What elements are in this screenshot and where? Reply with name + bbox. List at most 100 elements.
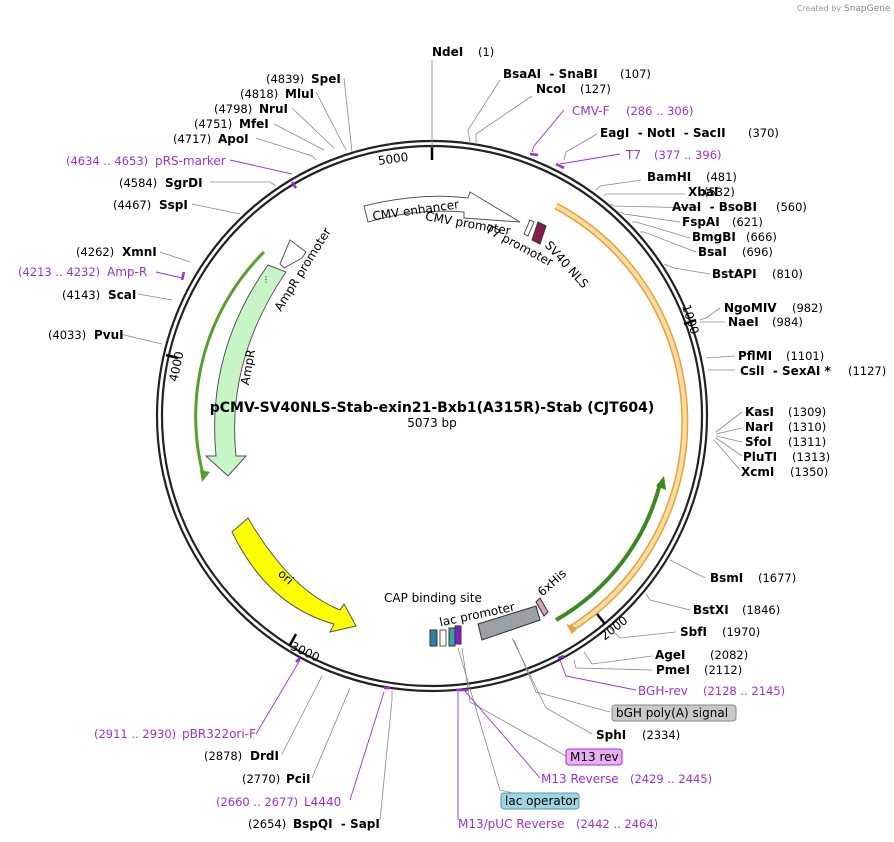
primer-m13-puc-reverse: M13/pUC Reverse — [458, 817, 565, 831]
enzyme-pcii-pos: (2770) — [242, 772, 280, 786]
enzyme-bstapi-pos: (810) — [772, 267, 803, 281]
enzyme-ncoi: NcoI — [536, 82, 566, 96]
enzyme-sphi-pos: (2334) — [642, 728, 680, 742]
sv40-nls-feature — [531, 221, 547, 245]
primer-marks — [180, 152, 565, 692]
enzyme-pflmi: PflMI — [738, 349, 772, 363]
svg-text:bGH poly(A) signal: bGH poly(A) signal — [616, 706, 728, 720]
ampr-promoter-label: AmpR promoter — [272, 225, 334, 313]
svg-text:SnapGene: SnapGene — [844, 4, 891, 14]
tick-4000: 4000 — [166, 350, 186, 383]
ampr-arc — [194, 250, 266, 479]
enzyme-scai-pos: (4143) — [62, 288, 100, 302]
enzyme-eagi-noti-sacii-pos: (370) — [748, 126, 779, 140]
enzyme-mfei: MfeI — [239, 117, 269, 131]
tick-5000: 5000 — [377, 150, 409, 168]
primer-amp-r: Amp-R — [107, 265, 147, 279]
primer-t7: T7 — [625, 148, 641, 162]
enzyme-apoi: ApoI — [218, 132, 249, 146]
enzyme-xbai-pos: (532) — [704, 185, 735, 199]
enzyme-naei: NaeI — [728, 315, 759, 329]
plasmid-length: 5073 bp — [407, 416, 457, 430]
enzyme-ncoi-pos: (127) — [580, 82, 611, 96]
enzyme-ndei: NdeI — [432, 45, 463, 59]
enzyme-bspqi-sapi-pos: (2654) — [248, 817, 286, 831]
lac-promoter-feature — [439, 629, 447, 647]
enzyme-pvui-pos: (4033) — [48, 328, 86, 342]
created-by-text: Created by — [797, 4, 841, 13]
primer-bgh-rev-range: (2128 .. 2145) — [703, 684, 785, 698]
enzyme-sgrdi: SgrDI — [165, 176, 203, 190]
enzyme-fspai-pos: (621) — [732, 215, 763, 229]
enzyme-xbai: XbaI — [688, 185, 718, 199]
his-tag-feature — [535, 597, 549, 617]
enzyme-nrui: NruI — [259, 102, 288, 116]
enzyme-pcii: PciI — [286, 772, 311, 786]
enzyme-kasi-pos: (1309) — [788, 405, 826, 419]
enzyme-bsaai-snabi-pos: (107) — [620, 67, 651, 81]
enzyme-sfoi-pos: (1311) — [788, 435, 826, 449]
enzyme-pluti: PluTI — [743, 450, 777, 464]
enzyme-agei-pos: (2082) — [710, 648, 748, 662]
svg-text:⋮: ⋮ — [262, 275, 270, 284]
primer-prs-marker: pRS-marker — [155, 154, 226, 168]
enzyme-sgrdi-pos: (4584) — [119, 176, 157, 190]
enzyme-bstapi: BstAPI — [712, 267, 757, 281]
enzyme-fspai: FspAI — [682, 215, 720, 229]
enzyme-nari: NarI — [745, 420, 774, 434]
enzyme-bstxi: BstXI — [693, 603, 729, 617]
enzyme-csli-sexai: CslI - SexAI * — [740, 364, 831, 378]
enzyme-pvui: PvuI — [94, 328, 124, 342]
lac-operator-feature — [448, 627, 456, 647]
m13-rev-label-box: M13 rev — [565, 748, 623, 766]
enzyme-drdi-pos: (2878) — [204, 749, 242, 763]
enzyme-spei: SpeI — [311, 72, 341, 86]
primer-amp-r-range: (4213 .. 4232) — [18, 265, 100, 279]
enzyme-bamhi: BamHI — [647, 170, 691, 184]
enzyme-agei: AgeI — [655, 648, 685, 662]
enzyme-sfoi: SfoI — [745, 435, 772, 449]
enzyme-ngomiv-pos: (982) — [792, 301, 823, 315]
enzyme-bamhi-pos: (481) — [706, 170, 737, 184]
enzyme-xcmi: XcmI — [741, 465, 774, 479]
enzyme-labels: NdeI (1) BsaAI - SnaBI (107) NcoI (127) … — [48, 45, 886, 831]
enzyme-xmni: XmnI — [122, 245, 157, 259]
primer-l4440-range: (2660 .. 2677) — [216, 795, 298, 809]
primer-labels: CMV-F (286 .. 306) T7 (377 .. 396) BGH-r… — [18, 104, 785, 831]
enzyme-bsmi: BsmI — [710, 571, 743, 585]
primer-t7-range: (377 .. 396) — [654, 148, 722, 162]
enzyme-drdi: DrdI — [250, 749, 279, 763]
enzyme-bmgbi-pos: (666) — [746, 230, 777, 244]
ampr-feature — [204, 264, 287, 477]
enzyme-bsmi-pos: (1677) — [758, 571, 796, 585]
enzyme-mlui-pos: (4818) — [240, 87, 278, 101]
enzyme-avai-bsobi: AvaI - BsoBI — [672, 200, 757, 214]
enzyme-sspi-pos: (4467) — [113, 198, 151, 212]
enzyme-scai: ScaI — [108, 288, 136, 302]
ampr-promoter-arrow — [279, 239, 307, 269]
enzyme-csli-sexai-pos: (1127) — [848, 364, 886, 378]
svg-text:lac operator: lac operator — [505, 794, 578, 808]
enzyme-spei-pos: (4839) — [266, 72, 304, 86]
enzyme-sbfi-pos: (1970) — [722, 625, 760, 639]
primer-prs-marker-range: (4634 .. 4653) — [66, 154, 148, 168]
primer-pbr322ori-f: pBR322ori-F — [182, 727, 256, 741]
orf-arc-green — [555, 483, 662, 622]
enzyme-bsaai-snabi: BsaAI - SnaBI — [503, 67, 598, 81]
enzyme-pflmi-pos: (1101) — [786, 349, 824, 363]
scale-ticks — [165, 146, 697, 646]
enzyme-sbfi: SbfI — [680, 625, 707, 639]
primer-bgh-rev: BGH-rev — [638, 684, 688, 698]
primer-m13-reverse-range: (2429 .. 2445) — [630, 772, 712, 786]
enzyme-nrui-pos: (4798) — [214, 102, 252, 116]
primer-l4440: L4440 — [304, 795, 341, 809]
tick-2000: 2000 — [598, 613, 631, 643]
enzyme-naei-pos: (984) — [772, 315, 803, 329]
lac-operator-label-box: lac operator — [500, 792, 580, 810]
cap-site-label: CAP binding site — [384, 591, 482, 605]
enzyme-apoi-pos: (4717) — [173, 132, 211, 146]
primer-cmv-f-range: (286 .. 306) — [626, 104, 694, 118]
primer-m13-puc-reverse-range: (2442 .. 2464) — [576, 817, 658, 831]
enzyme-sphi: SphI — [596, 728, 626, 742]
